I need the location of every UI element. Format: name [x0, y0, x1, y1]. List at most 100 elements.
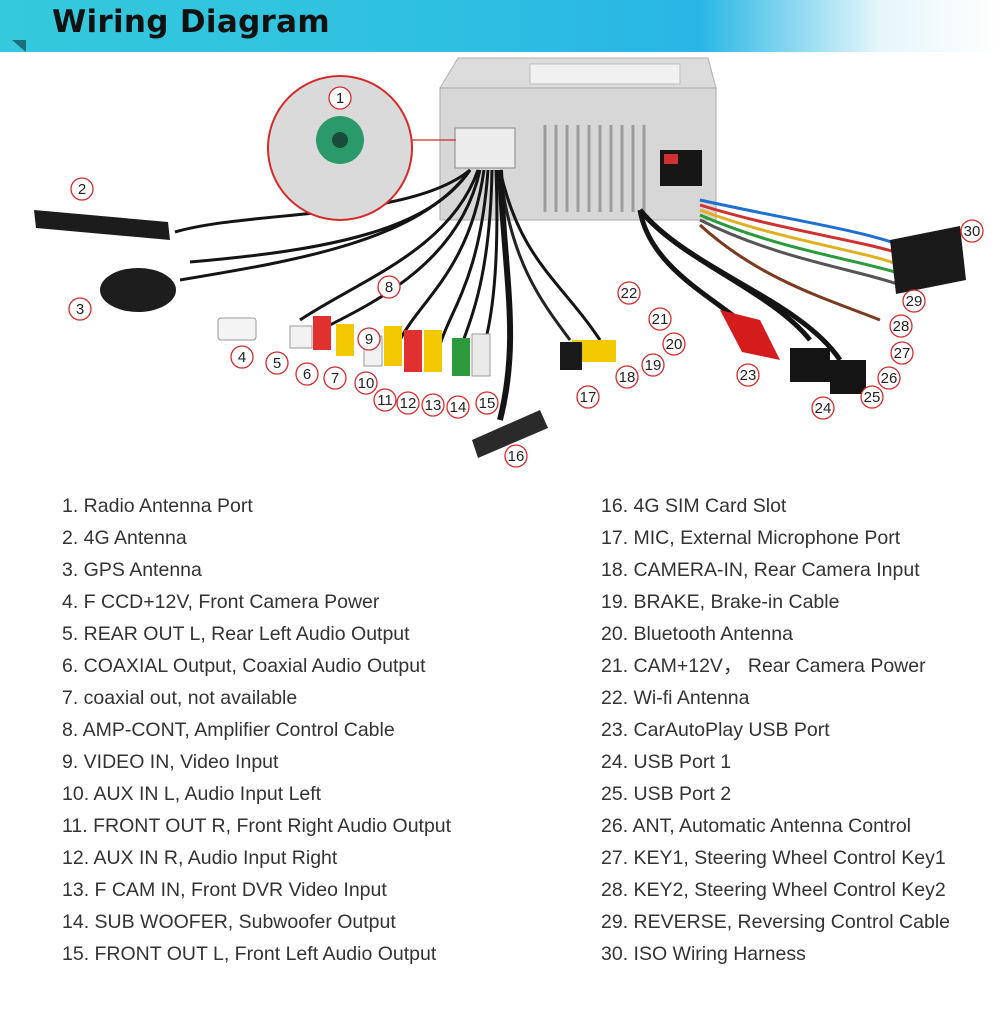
legend-item: 7. coaxial out, not available [62, 687, 298, 709]
callout-circle [265, 351, 289, 375]
callout-number: 10 [358, 375, 375, 392]
callout-circle [860, 385, 884, 409]
callout-number: 17 [580, 389, 597, 406]
callout-number: 9 [365, 331, 373, 348]
legend-item: 9. VIDEO IN, Video Input [62, 751, 279, 773]
callout-number: 26 [881, 370, 898, 387]
callout-number: 21 [652, 311, 669, 328]
callout-number: 28 [893, 318, 910, 335]
callout-circle [617, 281, 641, 305]
callout-circle [877, 366, 901, 390]
callout-11: 11 [373, 388, 397, 412]
callout-circle [68, 297, 92, 321]
callout-24: 24 [811, 396, 835, 420]
callout-number: 22 [621, 285, 638, 302]
callout-3: 3 [68, 297, 92, 321]
callout-number: 30 [964, 223, 981, 240]
callout-circle [662, 332, 686, 356]
callout-circle [328, 86, 352, 110]
legend-item: 24. USB Port 1 [601, 751, 732, 773]
callout-number: 2 [78, 181, 86, 198]
callout-number: 4 [238, 349, 246, 366]
callout-number: 7 [331, 370, 339, 387]
callout-circle [373, 388, 397, 412]
callout-circle [70, 177, 94, 201]
callout-circle [889, 314, 913, 338]
callout-circle [648, 307, 672, 331]
legend-item: 12. AUX IN R, Audio Input Right [62, 847, 338, 869]
callout-circle [576, 385, 600, 409]
legend-item: 11. FRONT OUT R, Front Right Audio Outpu… [62, 815, 452, 837]
callout-25: 25 [860, 385, 884, 409]
callout-4: 4 [230, 345, 254, 369]
legend-item: 29. REVERSE, Reversing Control Cable [601, 911, 950, 933]
callout-number: 8 [385, 279, 393, 296]
usb-connectors [720, 310, 866, 394]
legend-item: 18. CAMERA-IN, Rear Camera Input [601, 559, 920, 581]
callout-30: 30 [960, 219, 984, 243]
callout-number: 27 [894, 345, 911, 362]
legend-item: 21. CAM+12V， Rear Camera Power [601, 655, 926, 677]
legend-item: 16. 4G SIM Card Slot [601, 495, 787, 517]
callout-2: 2 [70, 177, 94, 201]
legend-item: 25. USB Port 2 [601, 783, 732, 805]
legend-item: 26. ANT, Automatic Antenna Control [601, 815, 912, 837]
callout-number: 29 [906, 293, 923, 310]
legend-item: 20. Bluetooth Antenna [601, 623, 793, 645]
callout-18: 18 [615, 365, 639, 389]
callout-circle [295, 362, 319, 386]
callout-circle [357, 327, 381, 351]
callout-circle [354, 371, 378, 395]
callout-14: 14 [446, 395, 470, 419]
callout-number: 24 [815, 400, 832, 417]
callout-circle [641, 353, 665, 377]
head-unit [439, 57, 717, 221]
legend-item: 15. FRONT OUT L, Front Left Audio Output [62, 943, 437, 965]
callout-number: 23 [740, 367, 757, 384]
callout-number: 18 [619, 369, 636, 386]
legend-item: 10. AUX IN L, Audio Input Left [62, 783, 322, 805]
callout-circle [446, 395, 470, 419]
legend-item: 19. BRAKE, Brake-in Cable [601, 591, 840, 613]
callout-circle [323, 366, 347, 390]
callout-28: 28 [889, 314, 913, 338]
legend-right-column: 16. 4G SIM Card Slot 17. MIC, External Mi… [601, 490, 950, 970]
legend-item: 1. Radio Antenna Port [62, 495, 253, 517]
callout-number: 20 [666, 336, 683, 353]
callout-8: 8 [377, 275, 401, 299]
callout-circle [421, 393, 445, 417]
callout-13: 13 [421, 393, 445, 417]
legend-item: 17. MIC, External Microphone Port [601, 527, 901, 549]
callout-number: 16 [508, 448, 525, 465]
callout-circle [504, 444, 528, 468]
callout-number: 15 [479, 395, 496, 412]
callout-circle [615, 365, 639, 389]
callout-circle [890, 341, 914, 365]
callout-number: 1 [336, 90, 344, 107]
callout-circle [377, 275, 401, 299]
title-banner: Wiring Diagram [0, 0, 1000, 52]
legend-item: 14. SUB WOOFER, Subwoofer Output [62, 911, 396, 933]
callout-20: 20 [662, 332, 686, 356]
callout-number: 11 [377, 392, 393, 409]
banner-fold [12, 40, 26, 52]
callout-15: 15 [475, 391, 499, 415]
antenna-gps [100, 268, 176, 312]
callout-17: 17 [576, 385, 600, 409]
legend-item: 28. KEY2, Steering Wheel Control Key2 [601, 879, 946, 901]
legend-item: 6. COAXIAL Output, Coaxial Audio Output [62, 655, 426, 677]
callout-circle [230, 345, 254, 369]
callout-circle [811, 396, 835, 420]
legend-item: 27. KEY1, Steering Wheel Control Key1 [601, 847, 946, 869]
callout-number: 6 [303, 366, 311, 383]
legend-item: 4. F CCD+12V, Front Camera Power [62, 591, 380, 613]
callout-number: 13 [425, 397, 442, 414]
legend-item: 23. CarAutoPlay USB Port [601, 719, 830, 741]
callout-19: 19 [641, 353, 665, 377]
legend-item: 13. F CAM IN, Front DVR Video Input [62, 879, 387, 901]
callout-number: 3 [76, 301, 84, 318]
rca-connectors [217, 316, 616, 458]
